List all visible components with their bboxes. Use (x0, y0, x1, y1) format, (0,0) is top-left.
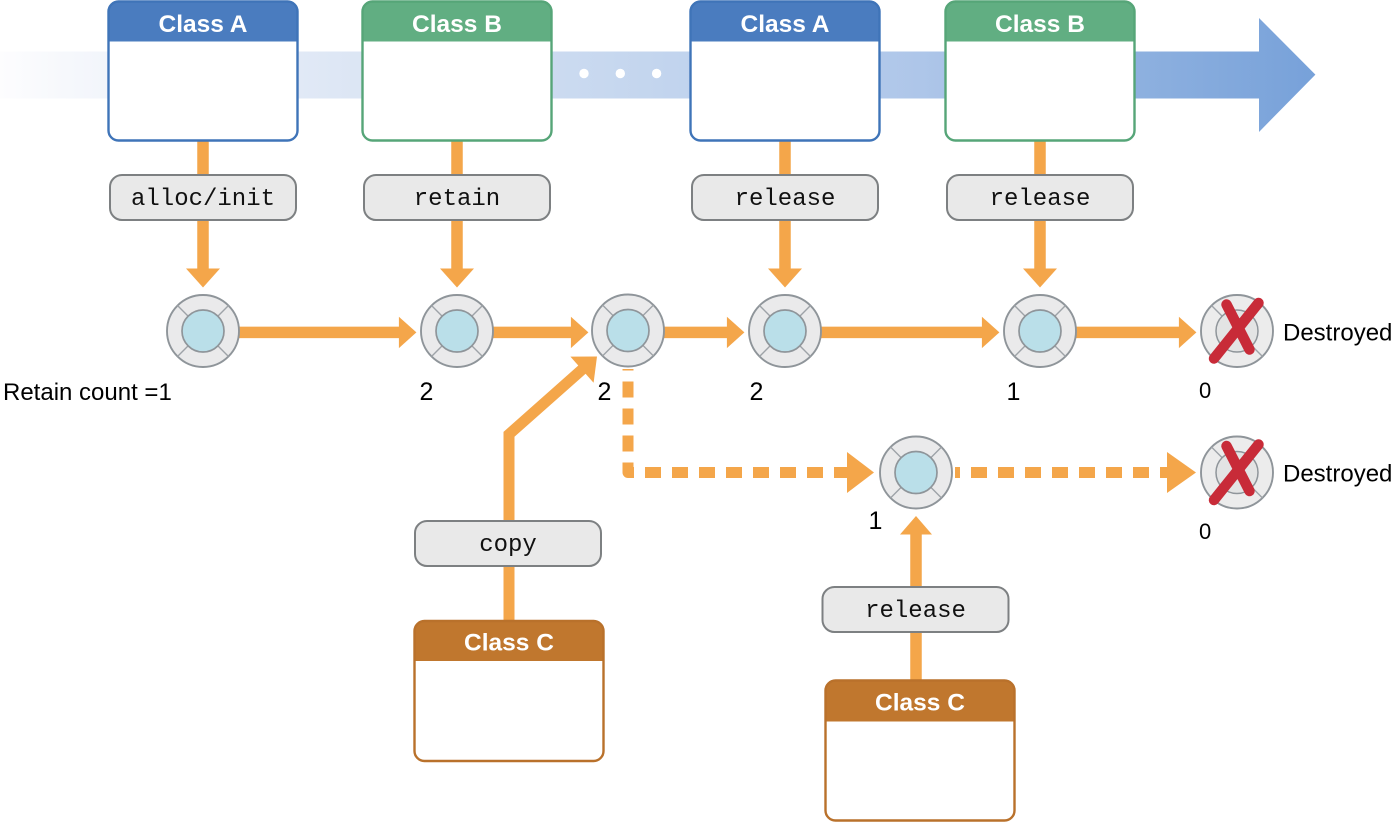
svg-text:1: 1 (869, 507, 883, 535)
svg-text:2: 2 (598, 378, 612, 406)
svg-text:copy: copy (479, 532, 537, 559)
svg-text:Class C: Class C (464, 630, 554, 657)
svg-text:1: 1 (1007, 378, 1021, 406)
svg-text:retain: retain (414, 186, 500, 213)
svg-text:Class C: Class C (875, 690, 965, 717)
svg-text:Retain count =1: Retain count =1 (3, 379, 172, 406)
svg-text:Class A: Class A (159, 11, 248, 38)
svg-text:Destroyed: Destroyed (1283, 320, 1392, 347)
svg-text:release: release (865, 598, 966, 625)
svg-text:Class A: Class A (741, 11, 830, 38)
svg-text:Class B: Class B (412, 11, 502, 38)
svg-text:release: release (735, 186, 836, 213)
svg-text:release: release (990, 186, 1091, 213)
svg-text:Class B: Class B (995, 11, 1085, 38)
svg-text:2: 2 (750, 378, 764, 406)
svg-text:alloc/init: alloc/init (131, 186, 275, 213)
svg-text:0: 0 (1199, 378, 1211, 403)
svg-text:2: 2 (420, 378, 434, 406)
svg-text:Destroyed: Destroyed (1283, 461, 1392, 488)
svg-text:0: 0 (1199, 519, 1211, 544)
